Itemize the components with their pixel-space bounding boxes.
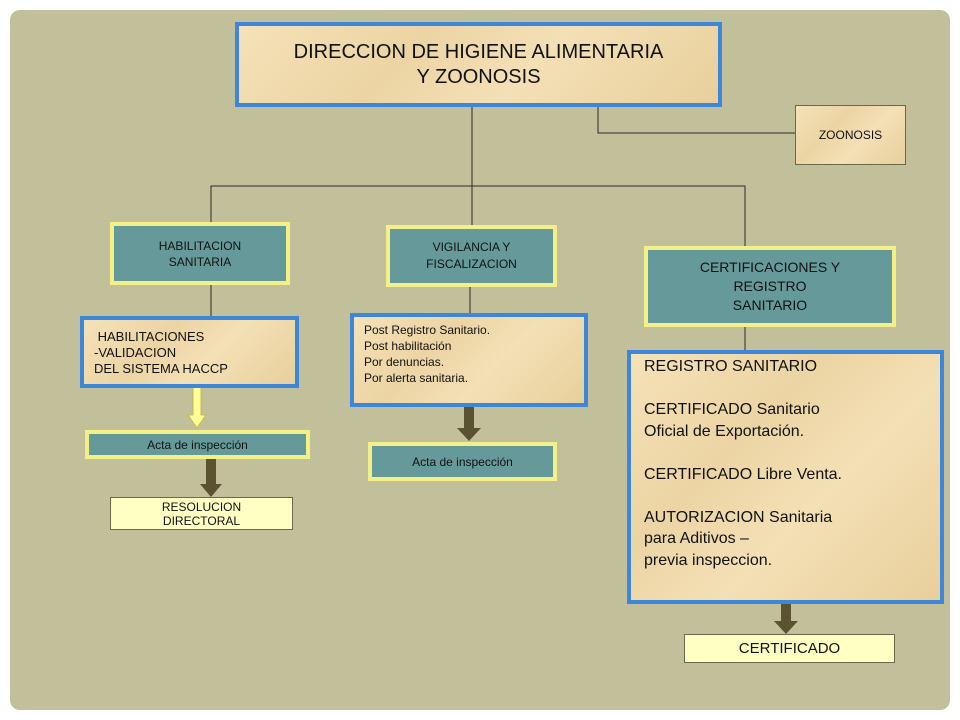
registro-item: AUTORIZACION Sanitaria (644, 508, 833, 526)
post-item: Post Registro Sanitario. (364, 323, 491, 337)
hollow-arrow-left (187, 386, 207, 429)
arrow-acta-resolucion (200, 458, 222, 497)
resolucion-line-2: DIRECTORAL (162, 513, 241, 528)
registro-item: para Aditivos – (644, 530, 749, 547)
connector-title-zoonosis (597, 106, 795, 134)
certificaciones-line-3: SANITARIO (732, 297, 808, 313)
registro-item: CERTIFICADO Sanitario (644, 401, 820, 418)
arrow-registro-certificado (774, 604, 798, 634)
habilitaciones-item: HABILITACIONES (94, 329, 205, 344)
resolucion-box: RESOLUCION DIRECTORAL (110, 497, 293, 530)
post-item: Por denuncias. (364, 355, 445, 369)
certificado-box: CERTIFICADO (684, 634, 895, 663)
vigilancia-line-1: VIGILANCIA Y (432, 240, 511, 254)
arrow-post-acta (457, 407, 481, 441)
post-item: Post habilitación (364, 339, 452, 353)
acta-middle-box: Acta de inspección (368, 442, 557, 481)
certificaciones-box: CERTIFICACIONES Y REGISTRO SANITARIO (644, 246, 896, 327)
acta-left-box: Acta de inspección (85, 430, 310, 459)
vigilancia-box: VIGILANCIA Y FISCALIZACION (386, 225, 557, 287)
habilitaciones-box: HABILITACIONES -VALIDACION DEL SISTEMA H… (80, 316, 299, 388)
habilitaciones-item: DEL SISTEMA HACCP (94, 361, 228, 376)
acta-left-label: Acta de inspección (147, 437, 248, 452)
post-box: Post Registro Sanitario. Post habilitaci… (350, 313, 588, 407)
registro-box: REGISTRO SANITARIO CERTIFICADO Sanitario… (627, 350, 944, 604)
connector-branch-bar (210, 185, 746, 248)
registro-item: CERTIFICADO Libre Venta. (644, 465, 842, 483)
zoonosis-label: ZOONOSIS (818, 128, 883, 142)
registro-spacer (644, 442, 940, 464)
certificaciones-line-2: REGISTRO (733, 278, 807, 294)
title-line-2: Y ZOONOSIS (416, 65, 541, 88)
zoonosis-box: ZOONOSIS (795, 105, 906, 165)
registro-item: Oficial de Exportación. (644, 422, 805, 440)
title-box: DIRECCION DE HIGIENE ALIMENTARIA Y ZOONO… (235, 22, 722, 107)
habilitaciones-item: -VALIDACION (94, 345, 177, 360)
title-line-1: DIRECCION DE HIGIENE ALIMENTARIA (293, 40, 664, 63)
habilitacion-box: HABILITACION SANITARIA (110, 222, 290, 285)
acta-middle-label: Acta de inspección (412, 454, 513, 469)
certificaciones-line-1: CERTIFICACIONES Y (699, 259, 841, 275)
registro-item: REGISTRO SANITARIO (644, 358, 818, 375)
registro-spacer (644, 378, 940, 400)
registro-spacer (644, 485, 940, 507)
resolucion-line-1: RESOLUCION (161, 499, 242, 514)
vigilancia-line-2: FISCALIZACION (426, 257, 517, 271)
habilitacion-line-2: SANITARIA (168, 254, 232, 269)
habilitacion-line-1: HABILITACION (158, 238, 242, 253)
post-item: Por alerta sanitaria. (364, 371, 469, 385)
registro-item: previa inspeccion. (644, 551, 773, 569)
certificado-label: CERTIFICADO (738, 640, 841, 657)
